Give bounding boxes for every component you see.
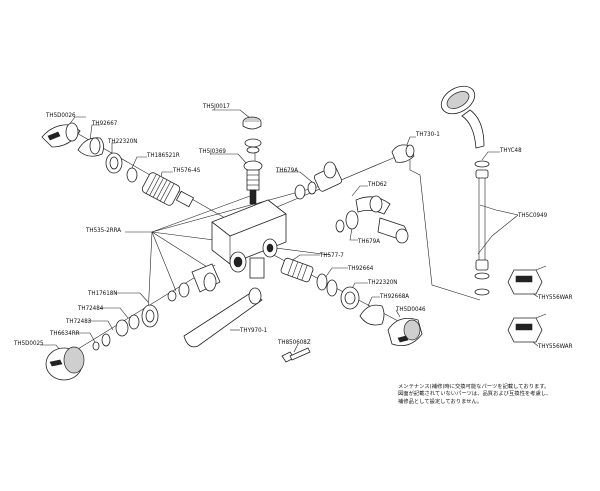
part-hose-washer <box>474 160 490 168</box>
part-spindle-stack <box>243 138 263 205</box>
part-valve-body <box>211 199 287 279</box>
label-p13: TH5C0949 <box>517 212 548 219</box>
label-p26: TH5D0025 <box>13 340 44 347</box>
label-p22: TH17618N <box>87 290 117 297</box>
part-shower-holder-upper <box>507 265 547 295</box>
label-p10: THYC48 <box>499 147 522 154</box>
label-p25: TH6634RR <box>49 330 80 337</box>
part-washer-left <box>126 167 138 183</box>
label-p11: THD62 <box>367 181 387 188</box>
label-p20: THY556WAR <box>537 294 573 301</box>
part-shower-head <box>440 85 485 149</box>
part-elbow-fitting <box>391 144 415 163</box>
part-connector-lower <box>335 210 359 233</box>
label-p28: TH850608Z <box>277 339 311 346</box>
part-handle-cap-top <box>41 122 81 148</box>
part-nut-right <box>340 286 360 310</box>
label-p27: THY970-1 <box>239 327 268 334</box>
label-p21: THY556WAR <box>537 343 573 350</box>
part-handle-ring <box>77 137 104 157</box>
label-p23: TH72484 <box>77 305 104 312</box>
label-p5: TH576-4S <box>172 167 201 174</box>
label-p7: TH5J0369 <box>198 148 226 155</box>
label-p17: TH22320N <box>367 279 397 286</box>
part-key-tool <box>281 347 311 363</box>
label-p6: TH5J0017 <box>202 103 230 110</box>
label-p9: TH730-1 <box>415 131 440 138</box>
label-p8: TH679A <box>275 167 298 174</box>
part-nut-left <box>105 152 123 174</box>
note-line-1: メンテナンス(補修)時に交換可能なパーツを記載しております。 <box>398 384 550 390</box>
part-spout <box>183 287 263 348</box>
part-labels: TH5D0026 TH92667 TH22320N TH186521R TH57… <box>13 103 573 350</box>
label-p14: TH535-2RRA <box>85 227 121 234</box>
part-top-cap <box>242 116 262 130</box>
part-shower-hose <box>474 169 490 296</box>
part-thermostat-cartridge <box>141 172 195 208</box>
note-line-3: 補修品として設定しておりません。 <box>398 398 483 405</box>
part-connector-upper <box>294 161 343 200</box>
part-shower-holder-lower <box>507 313 547 343</box>
label-p12: TH679A <box>357 238 380 245</box>
part-arm-link-upper <box>355 195 391 215</box>
label-p1: TH5D0026 <box>45 112 76 119</box>
part-handle-ring-right <box>359 304 385 326</box>
part-left-stack <box>92 304 159 351</box>
leader-lines <box>40 109 539 354</box>
label-p2: TH92667 <box>91 120 118 127</box>
label-p15: TH577-7 <box>319 252 344 259</box>
maintenance-note: メンテナンス(補修)時に交換可能なパーツを記載しております。 図面が記載されてい… <box>398 384 594 406</box>
label-p16: TH92664 <box>347 265 374 272</box>
part-handle-left <box>45 346 85 381</box>
part-handle-right <box>387 317 423 347</box>
part-flow-cartridge-left <box>167 263 221 302</box>
label-p4: TH186521R <box>146 152 180 159</box>
label-p18: TH92668A <box>379 293 409 300</box>
label-p24: TH72483 <box>65 318 92 325</box>
part-flow-cartridge-right <box>280 257 338 297</box>
part-arm-link-lower <box>377 217 409 244</box>
label-p3: TH22320N <box>107 138 137 145</box>
label-p19: TH5D0046 <box>395 306 426 313</box>
note-line-2: 図面が記載されていないパーツは、品質および互換性を考慮し、 <box>398 391 552 398</box>
